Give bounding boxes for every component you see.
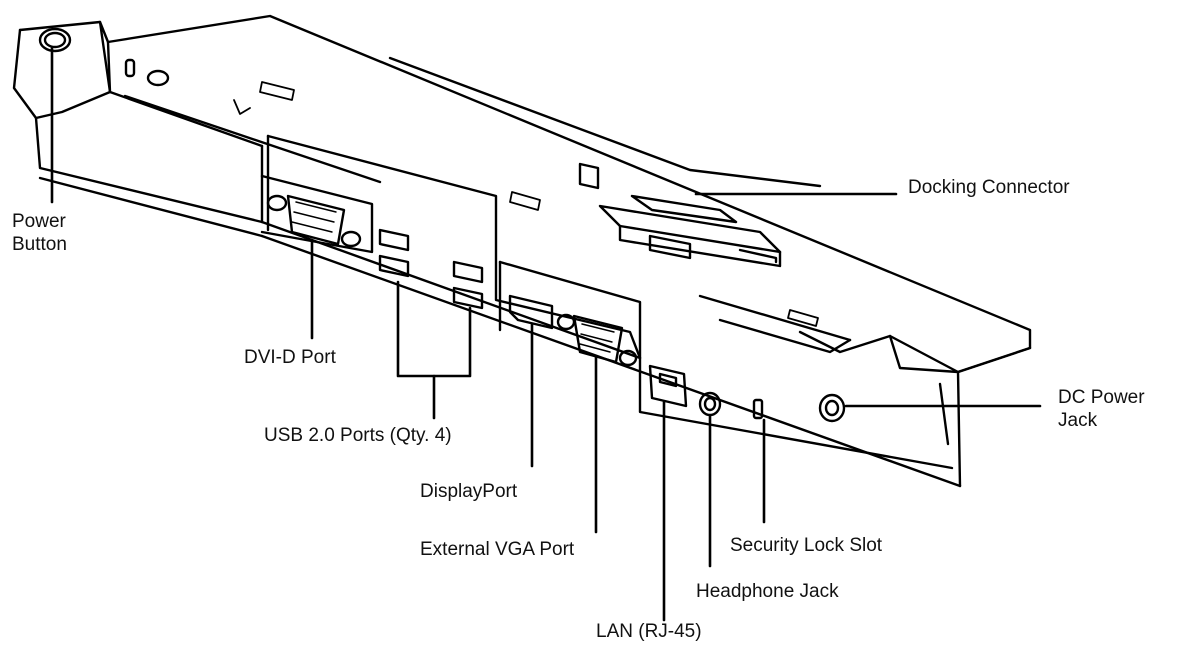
label-external-vga-port: External VGA Port bbox=[420, 539, 575, 560]
vga-port-shape bbox=[556, 313, 638, 367]
label-power-button-line2: Button bbox=[12, 234, 67, 255]
label-dc-power-jack: DC Power Jack bbox=[1058, 386, 1145, 432]
device-body bbox=[12, 14, 1032, 488]
top-clip-marks bbox=[233, 81, 819, 327]
docking-connector-shape bbox=[578, 162, 782, 268]
label-headphone-jack: Headphone Jack bbox=[696, 581, 839, 602]
label-usb-ports: USB 2.0 Ports (Qty. 4) bbox=[264, 425, 452, 446]
power-button-shape bbox=[38, 27, 170, 87]
label-dvi-d-port: DVI-D Port bbox=[244, 347, 336, 368]
label-power-button: Power Button bbox=[12, 210, 67, 256]
callout-line-usb bbox=[396, 280, 472, 378]
label-dc-power-jack-line2: Jack bbox=[1058, 410, 1098, 431]
label-displayport: DisplayPort bbox=[420, 481, 518, 502]
dc-power-jack-shape bbox=[818, 393, 846, 423]
lan-port-shape bbox=[648, 364, 688, 408]
label-power-button-line1: Power bbox=[12, 211, 66, 232]
callout-lines bbox=[50, 46, 1042, 622]
label-dc-power-jack-line1: DC Power bbox=[1058, 387, 1145, 408]
security-lock-slot-shape bbox=[752, 398, 764, 420]
dvi-d-port-shape bbox=[266, 194, 362, 248]
label-security-lock-slot: Security Lock Slot bbox=[730, 535, 883, 556]
label-lan: LAN (RJ-45) bbox=[596, 621, 702, 642]
label-docking-connector: Docking Connector bbox=[908, 177, 1070, 198]
displayport-shape bbox=[508, 294, 554, 330]
usb-ports-shape bbox=[378, 228, 484, 310]
